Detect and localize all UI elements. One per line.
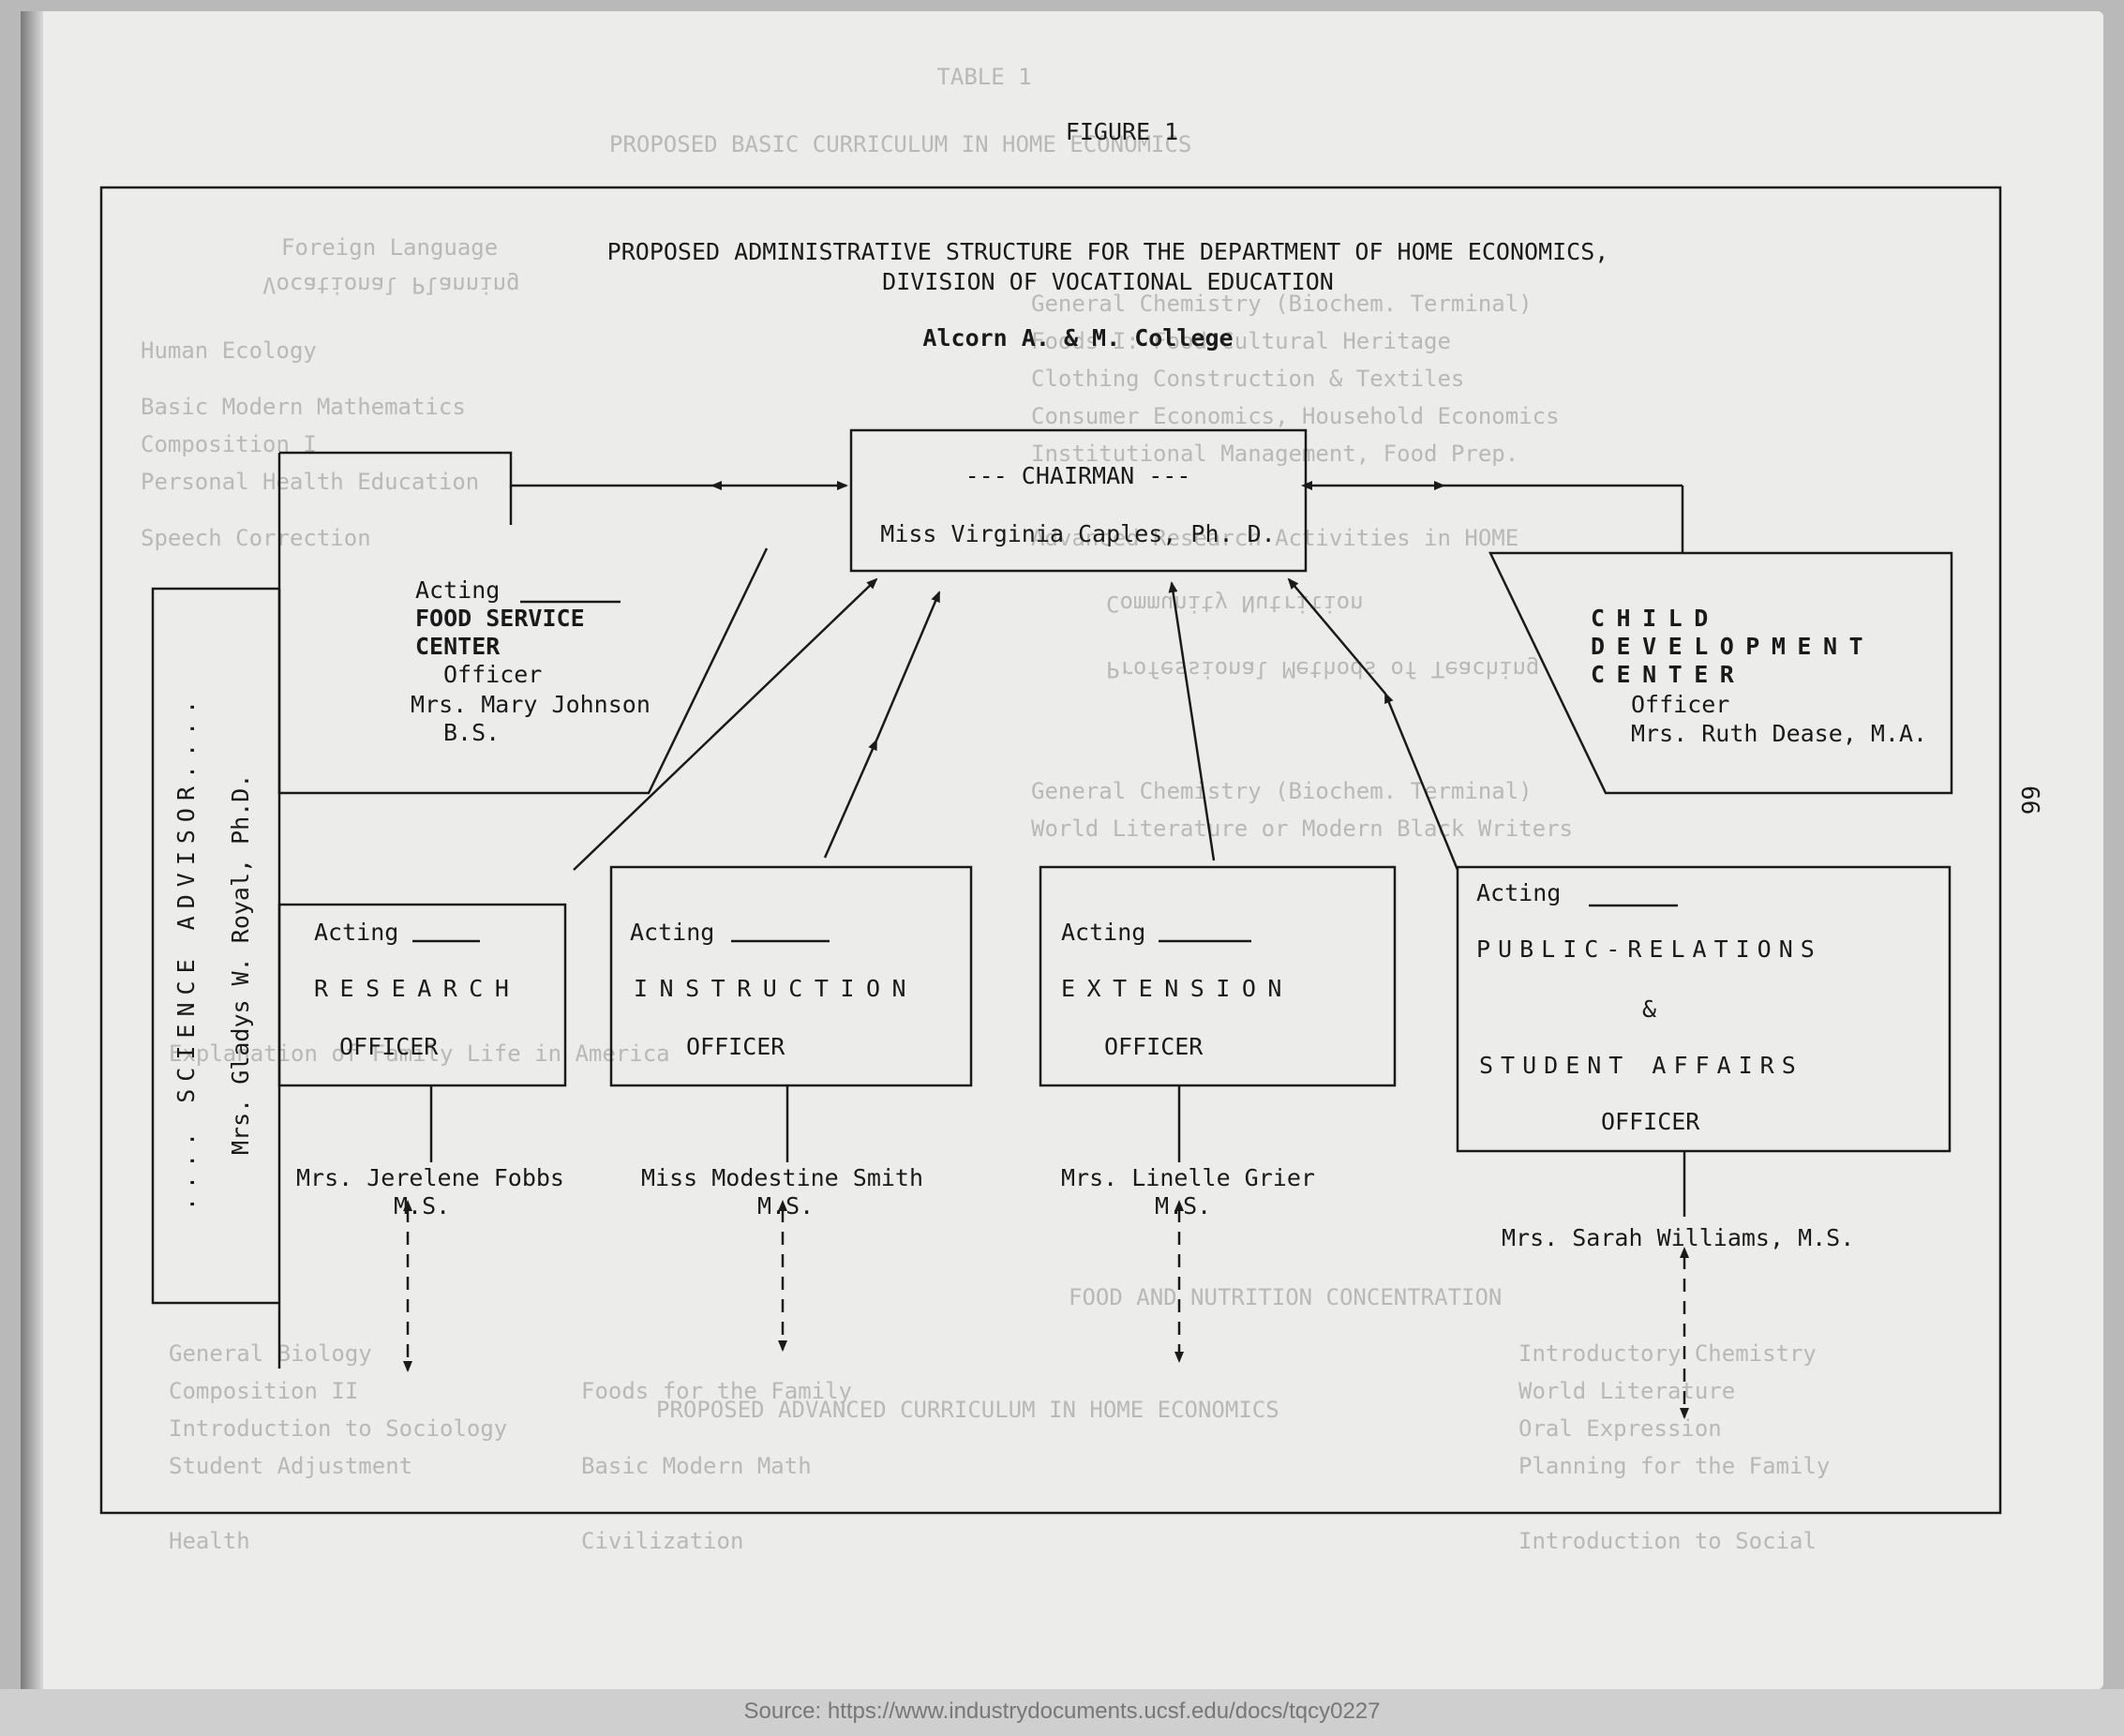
child-development-title: CHILD bbox=[1591, 605, 1720, 632]
research-degree: M.S. bbox=[394, 1192, 451, 1220]
research-box bbox=[277, 903, 567, 1087]
chairman-box bbox=[849, 428, 1308, 573]
research-acting: Acting bbox=[314, 919, 399, 946]
public-relations-acting: Acting bbox=[1476, 879, 1562, 906]
science-advisor-name: Mrs. Gladys W. Royal, Ph.D. bbox=[227, 773, 254, 1155]
diagram-title: PROPOSED ADMINISTRATIVE STRUCTURE FOR TH… bbox=[606, 238, 1609, 265]
food-service-officer: Officer bbox=[443, 661, 543, 688]
research-title: RESEARCH bbox=[314, 975, 521, 1002]
instruction-degree: M.S. bbox=[757, 1192, 815, 1220]
instruction-acting: Acting bbox=[630, 919, 715, 946]
scanner-background bbox=[0, 1689, 2124, 1736]
child-development-officer: Officer bbox=[1631, 691, 1730, 718]
child-development-center: CENTER bbox=[1591, 661, 1746, 688]
instruction-title: INSTRUCTION bbox=[634, 975, 919, 1002]
food-service-acting: Acting bbox=[415, 576, 501, 604]
child-development-name: Mrs. Ruth Dease, M.A. bbox=[1631, 720, 1928, 747]
food-service-degree: B.S. bbox=[443, 719, 501, 746]
figure-label: FIGURE 1 bbox=[1065, 118, 1179, 145]
instruction-box bbox=[609, 865, 973, 1087]
research-officer: OFFICER bbox=[339, 1033, 439, 1060]
food-service-title: FOOD SERVICE bbox=[415, 605, 585, 632]
extension-degree: M.S. bbox=[1155, 1192, 1212, 1220]
extension-officer: OFFICER bbox=[1104, 1033, 1204, 1060]
diagram-subtitle: DIVISION OF VOCATIONAL EDUCATION bbox=[882, 268, 1334, 295]
public-relations-officer: OFFICER bbox=[1601, 1108, 1700, 1135]
outer-frame bbox=[99, 186, 2002, 1515]
public-relations-amp: & bbox=[1642, 995, 1657, 1023]
extension-title: EXTENSION bbox=[1061, 975, 1294, 1002]
food-service-name: Mrs. Mary Johnson bbox=[411, 691, 651, 718]
document-page bbox=[21, 11, 2103, 1689]
child-development-subtitle: DEVELOPMENT bbox=[1591, 633, 1876, 660]
page-binding-shadow bbox=[21, 11, 43, 1689]
instruction-officer: OFFICER bbox=[686, 1033, 785, 1060]
chairman-name: Miss Virginia Caples, Ph. D. bbox=[880, 520, 1276, 547]
science-advisor-label: .... SCIENCE ADVISOR.... bbox=[172, 692, 200, 1211]
chairman-role: --- CHAIRMAN --- bbox=[965, 462, 1191, 489]
extension-acting: Acting bbox=[1061, 919, 1146, 946]
food-service-center: CENTER bbox=[415, 633, 501, 660]
instruction-name: Miss Modestine Smith bbox=[641, 1164, 924, 1191]
student-affairs-title: STUDENT AFFAIRS bbox=[1479, 1052, 1803, 1079]
public-relations-title: PUBLIC-RELATIONS bbox=[1476, 935, 1822, 963]
public-relations-box bbox=[1456, 865, 1952, 1153]
research-name: Mrs. Jerelene Fobbs bbox=[296, 1164, 564, 1191]
institution-name: Alcorn A. & M. College bbox=[922, 324, 1234, 352]
science-advisor-box bbox=[151, 587, 279, 1305]
source-footer: Source: https://www.industrydocuments.uc… bbox=[743, 1699, 1381, 1724]
child-development-box bbox=[1488, 486, 1953, 795]
extension-name: Mrs. Linelle Grier bbox=[1061, 1164, 1315, 1191]
page-number: 66 bbox=[2015, 786, 2043, 816]
public-relations-name: Mrs. Sarah Williams, M.S. bbox=[1502, 1224, 1855, 1251]
extension-box bbox=[1039, 865, 1397, 1087]
